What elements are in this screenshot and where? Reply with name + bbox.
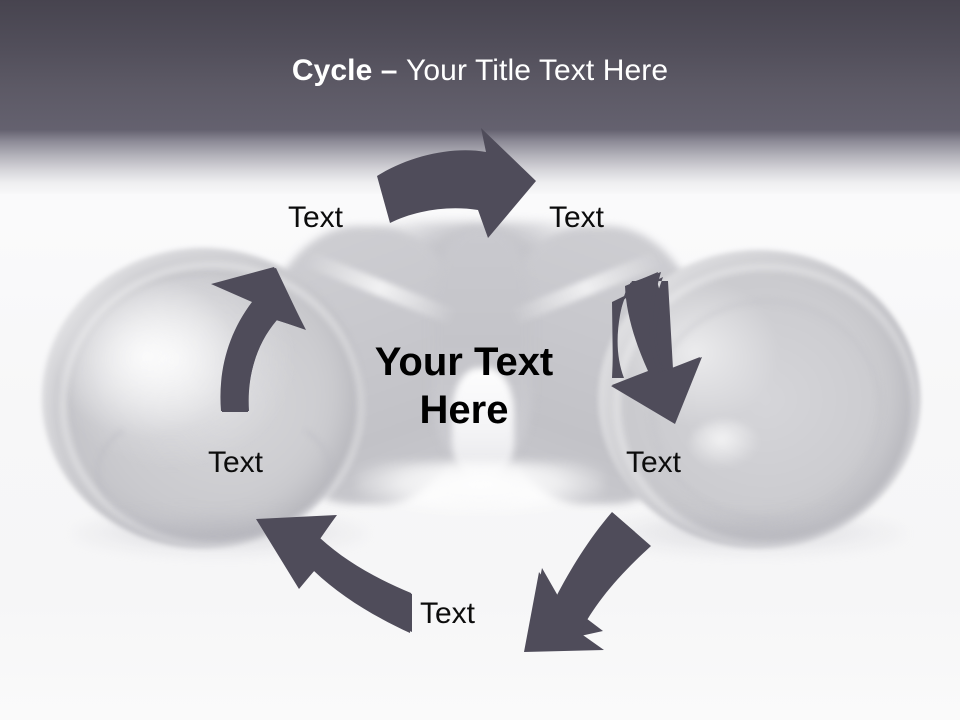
cycle-label-middle-left: Text <box>208 446 264 479</box>
cycle-label-top-left: Text <box>288 201 344 234</box>
right-lens-rim <box>614 264 918 548</box>
base-highlight <box>356 462 604 514</box>
slide-title: Cycle – Your Title Text Here <box>0 52 960 90</box>
binocular-eyepiece <box>452 368 514 476</box>
slide-title-regular: Your Title Text Here <box>406 54 669 87</box>
title-banner <box>0 0 960 134</box>
cycle-label-middle-right: Text <box>626 446 682 479</box>
cycle-arrow-top[interactable] <box>377 128 536 238</box>
left-lens-ring <box>96 404 332 538</box>
cycle-arrow-upper-right[interactable] <box>611 272 702 424</box>
right-lens-highlight <box>690 420 760 468</box>
slide-title-bold: Cycle – <box>291 54 407 87</box>
center-text-line2: Here <box>419 388 509 432</box>
cycle-arrow-lower-left[interactable] <box>256 515 412 633</box>
cycle-label-top-right: Text <box>549 201 605 234</box>
cycle-label-bottom-center: Text <box>420 597 476 630</box>
cycle-arrow-lower-right[interactable] <box>524 512 651 652</box>
left-lens-rim <box>60 262 364 548</box>
cycle-arrow-upper-left[interactable] <box>211 267 306 412</box>
center-text-block: Your Text Here <box>330 338 598 434</box>
center-text-line1: Your Text <box>374 340 554 384</box>
